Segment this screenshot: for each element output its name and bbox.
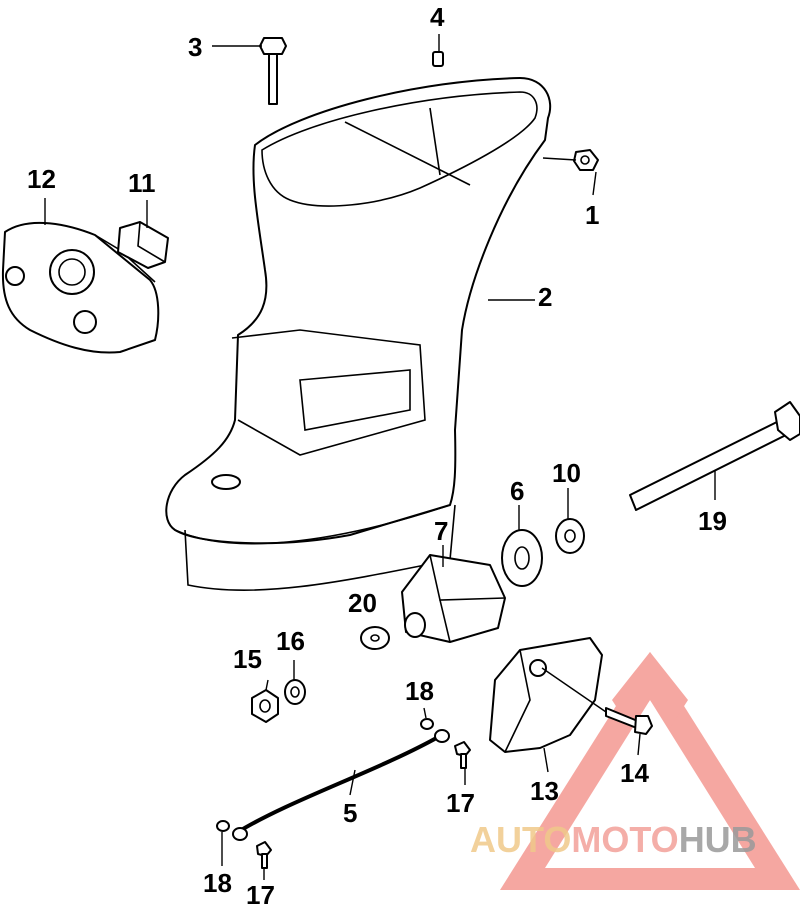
- watermark-part-hub: HUB: [679, 819, 757, 860]
- small-washer: [360, 626, 390, 650]
- dowel-pin: [432, 51, 444, 67]
- callout-17-lower: 17: [246, 880, 275, 904]
- callout-labels: 1 2 3 4 5 6 7 10 11 12 13 14 15 16 17 17…: [27, 2, 727, 904]
- ground-strap-cable: [232, 729, 450, 841]
- callout-17-upper: 17: [446, 788, 475, 818]
- thrust-washer: [501, 529, 543, 587]
- callout-15: 15: [233, 644, 262, 674]
- lower-rubber-mount: [401, 554, 506, 643]
- callout-1: 1: [585, 200, 599, 230]
- upper-mount-bracket: [1, 221, 160, 354]
- callout-12: 12: [27, 164, 56, 194]
- callout-3: 3: [188, 32, 202, 62]
- callout-18-lower: 18: [203, 868, 232, 898]
- mount-rubber-pad: [117, 221, 169, 269]
- callout-10: 10: [552, 458, 581, 488]
- cover-screw: [605, 707, 653, 735]
- drive-shaft-housing: [165, 77, 552, 592]
- callout-2: 2: [538, 282, 552, 312]
- housing-bolt: [259, 37, 287, 105]
- callout-5: 5: [343, 798, 357, 828]
- callout-19: 19: [698, 506, 727, 536]
- callout-13: 13: [530, 776, 559, 806]
- callout-6: 6: [510, 476, 524, 506]
- small-washer-lower: [216, 820, 230, 832]
- callout-18-upper: 18: [405, 676, 434, 706]
- watermark-part-auto: AUTO: [470, 819, 571, 860]
- long-stud-bolt: [629, 401, 800, 511]
- callout-11: 11: [128, 168, 156, 198]
- cable-screw-lower: [256, 841, 272, 869]
- hex-nut: [251, 689, 279, 723]
- small-washer-upper: [420, 718, 434, 730]
- callout-16: 16: [276, 626, 305, 656]
- cable-screw-upper: [454, 741, 471, 769]
- callout-14: 14: [620, 758, 649, 788]
- drain-plug: [573, 149, 599, 171]
- watermark-triangle-logo: [500, 652, 800, 890]
- flat-washer: [555, 518, 585, 554]
- callout-4: 4: [430, 2, 445, 32]
- lock-washer: [284, 679, 306, 705]
- lower-cover: [489, 637, 603, 753]
- watermark-text: AUTOMOTOHUB: [470, 819, 757, 860]
- watermark-part-moto: MOTO: [571, 819, 678, 860]
- callout-20: 20: [348, 588, 377, 618]
- callout-leader-lines: [44, 34, 716, 880]
- callout-7: 7: [434, 516, 448, 546]
